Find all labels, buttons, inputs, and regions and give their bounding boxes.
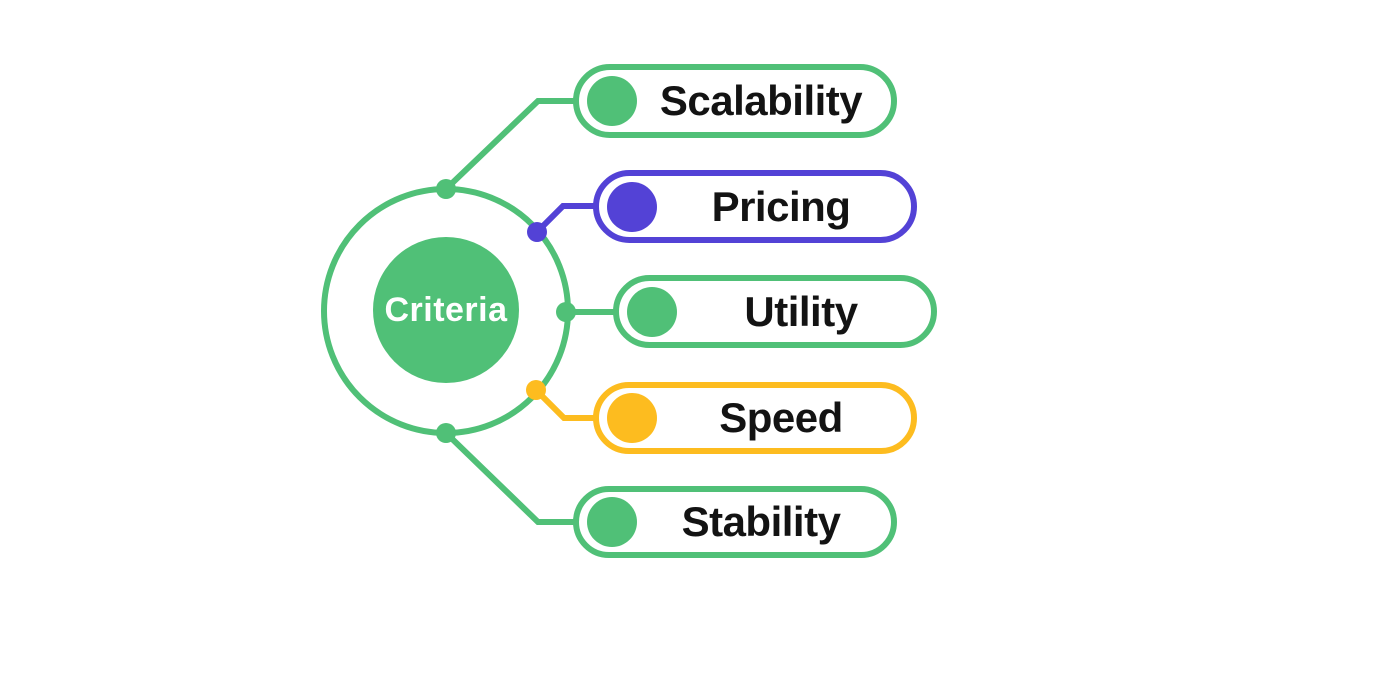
criteria-center-circle xyxy=(373,237,519,383)
branch-pill-speed: Speed xyxy=(593,382,917,454)
branch-label-scalability: Scalability xyxy=(659,77,863,124)
branch-label-stability: Stability xyxy=(681,498,841,545)
node-dot-scalability xyxy=(436,179,456,199)
connector-speed xyxy=(533,387,598,421)
center-label: Criteria xyxy=(384,291,508,329)
node-dot-stability xyxy=(436,423,456,443)
branch-pill-pricing: Pricing xyxy=(593,170,917,243)
branch-pill-scalability: Scalability xyxy=(573,64,897,138)
branch-bullet-icon xyxy=(587,76,637,126)
branch-bullet-icon xyxy=(607,393,657,443)
connector-stability xyxy=(443,430,578,525)
branch-pill-utility: Utility xyxy=(613,275,937,348)
connector-scalability xyxy=(443,98,578,192)
node-dot-pricing xyxy=(527,222,547,242)
branch-label-speed: Speed xyxy=(719,394,843,441)
connector-pricing xyxy=(534,203,598,235)
branch-bullet-icon xyxy=(627,286,677,337)
node-dot-speed xyxy=(526,380,546,400)
branch-bullet-icon xyxy=(607,181,657,232)
branch-bullet-icon xyxy=(587,497,637,547)
node-dot-utility xyxy=(556,302,576,322)
branch-pill-stability: Stability xyxy=(573,486,897,558)
branch-label-utility: Utility xyxy=(744,287,858,335)
branch-label-pricing: Pricing xyxy=(711,182,851,230)
